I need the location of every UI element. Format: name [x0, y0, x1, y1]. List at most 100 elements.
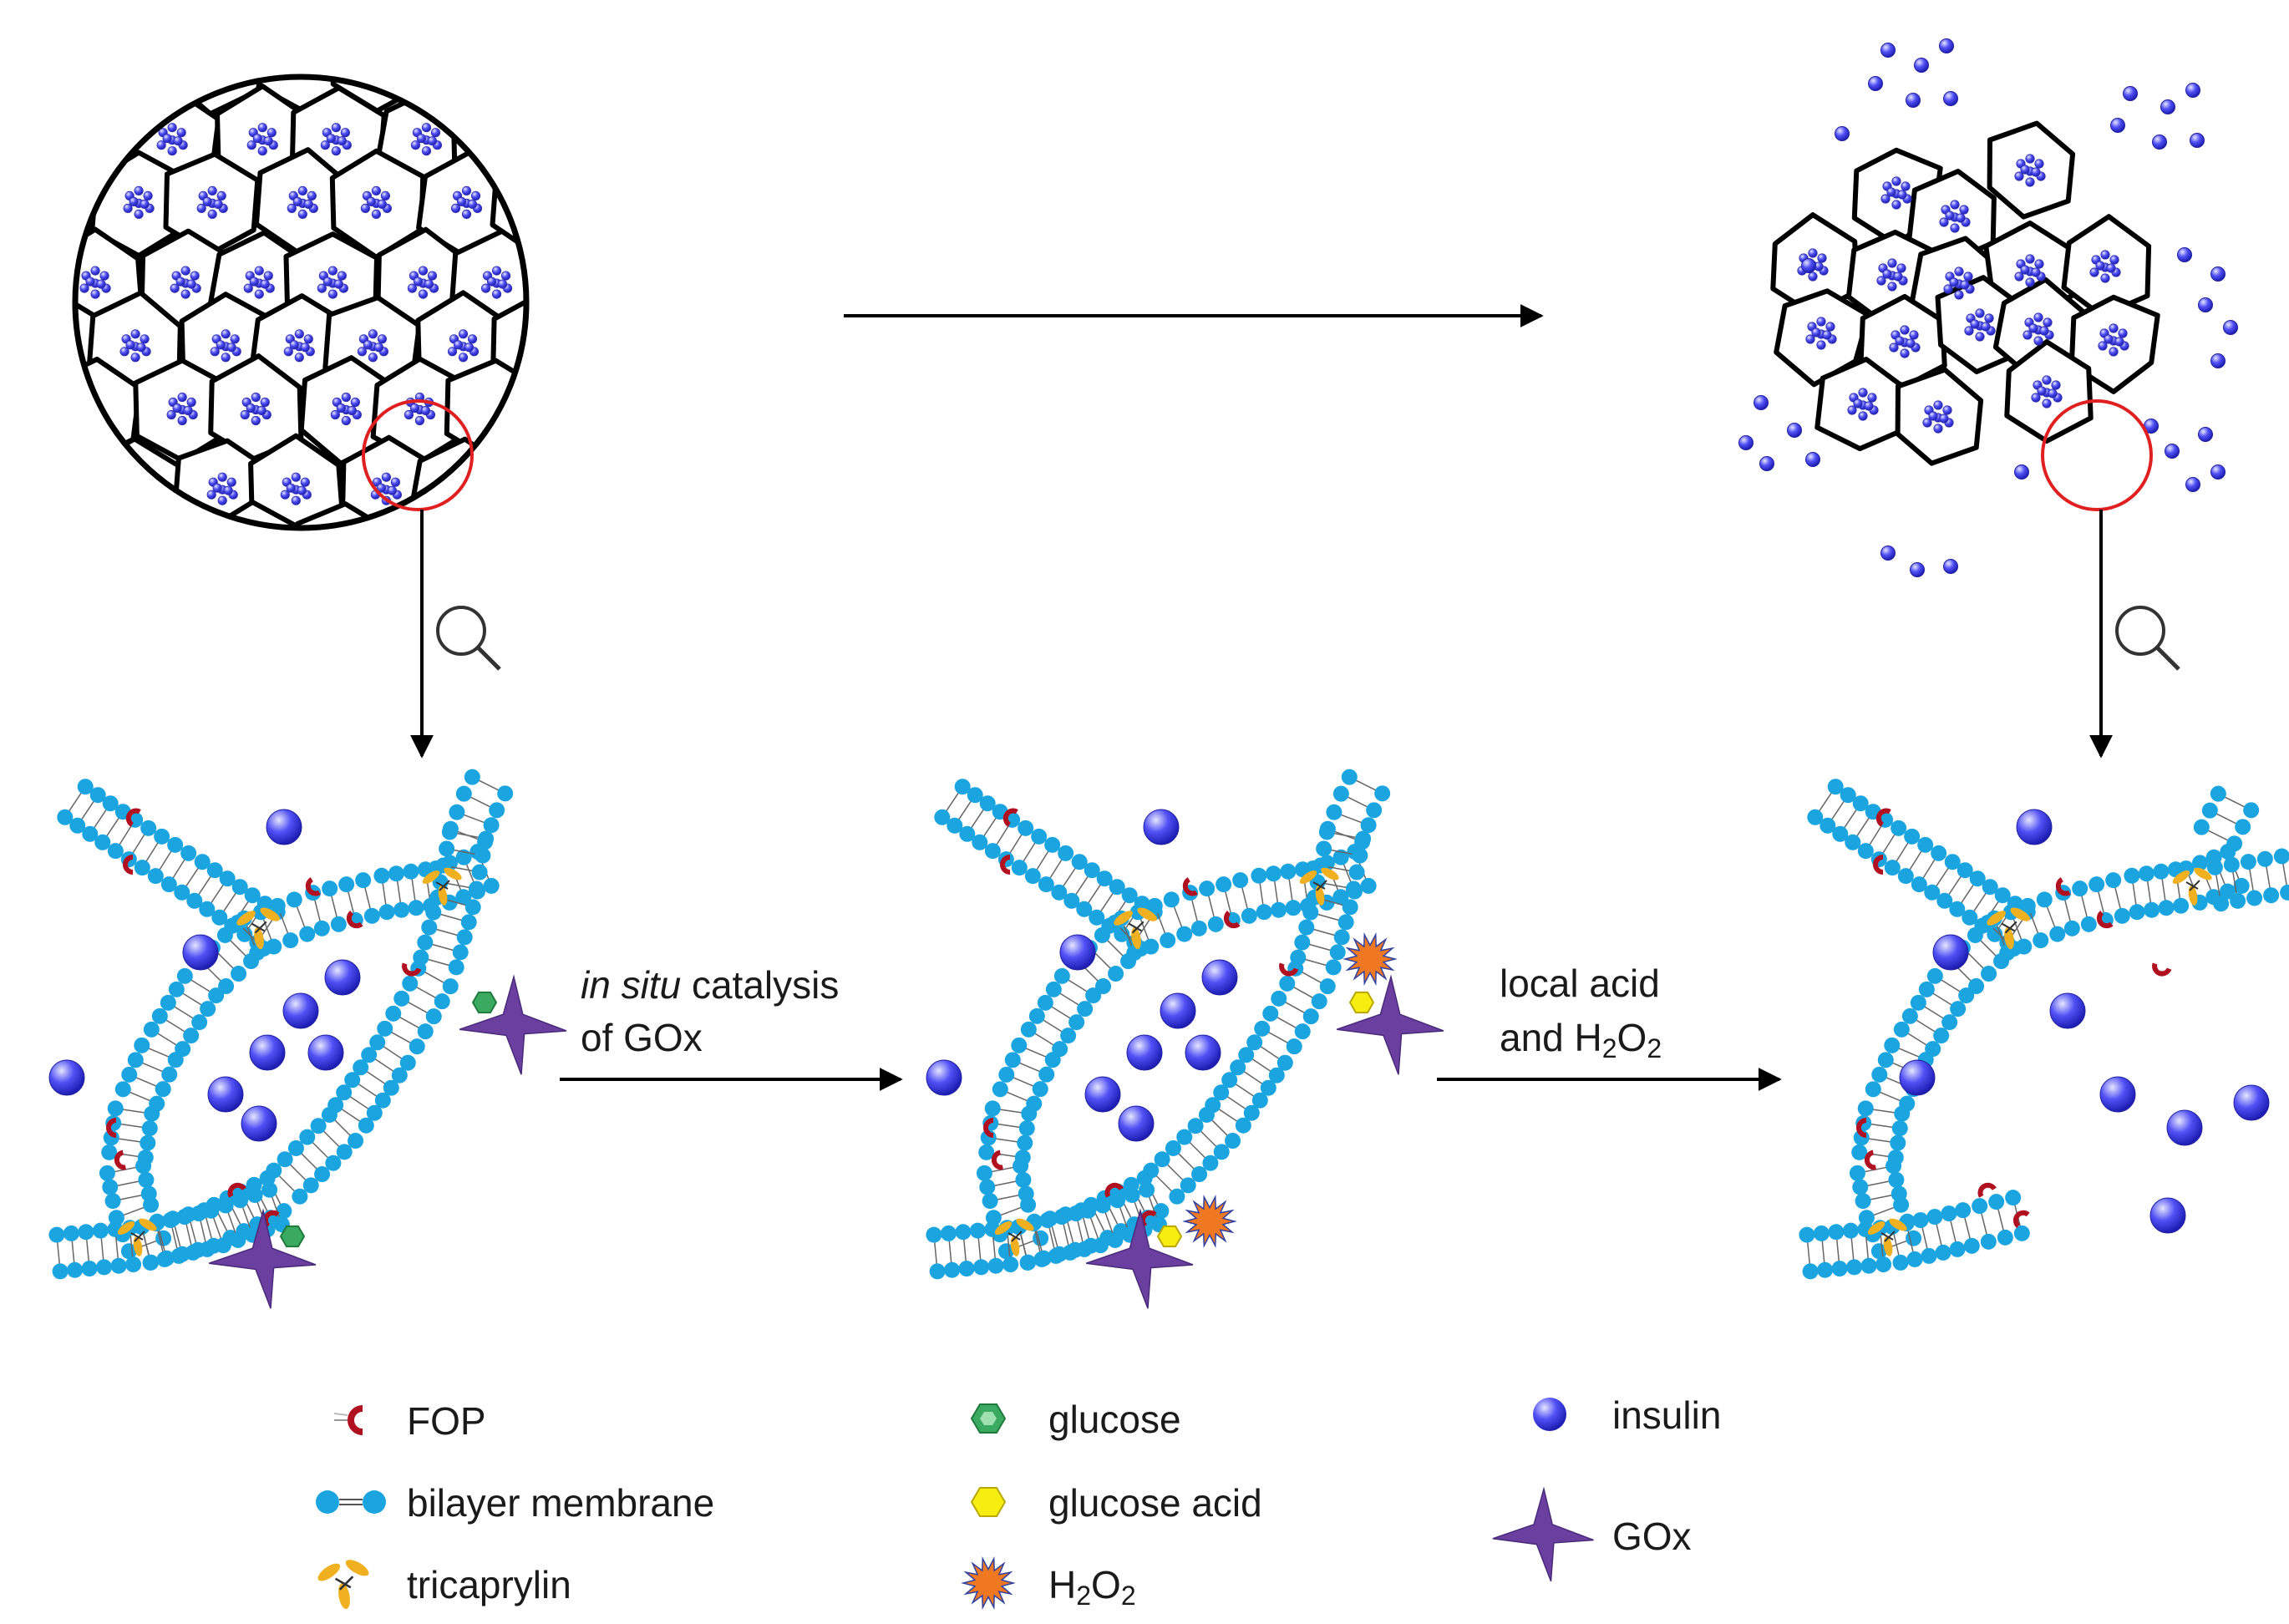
insulin-icon: [1126, 1034, 1163, 1071]
insulin-icon: [2123, 86, 2138, 101]
vesicle-cell: [579, 436, 669, 539]
vesicle-cell: [0, 16, 1, 106]
fop-icon: [1223, 911, 1241, 929]
insulin-cluster: [166, 392, 198, 426]
vesicle-cell: [0, 358, 66, 464]
vesicle-cell: [0, 296, 17, 398]
gox-icon: [459, 974, 567, 1075]
glucose-icon: [471, 991, 498, 1014]
fop-icon: [2012, 1210, 2030, 1228]
vesicle-cell: [75, 496, 154, 528]
bilayer-membrane: [1799, 1190, 2030, 1280]
insulin-cluster: [170, 266, 201, 299]
vesicle-cell: [525, 84, 526, 192]
insulin-cluster: [1922, 400, 1954, 434]
insulin-icon: [1910, 562, 1925, 577]
fop-icon: [305, 877, 321, 896]
insulin-cluster: [2014, 254, 2046, 287]
insulin-icon: [1835, 126, 1850, 141]
vesicle-cell: [614, 234, 706, 334]
insulin-icon: [2177, 247, 2192, 262]
zoom-circle-right: [2041, 399, 2153, 511]
insulin-icon: [2185, 83, 2200, 98]
insulin-icon: [2223, 320, 2238, 335]
tricaprylin-icon: [117, 1218, 157, 1256]
tricaprylin-icon: [994, 1218, 1034, 1256]
vesicle-cell: [537, 356, 628, 459]
insulin-icon: [324, 959, 361, 996]
insulin-cluster: [240, 392, 272, 426]
fop-icon: [402, 962, 422, 977]
glucose-icon: [970, 1403, 1007, 1434]
fop-icon: [1856, 1118, 1867, 1138]
insulin-cluster: [403, 392, 436, 426]
glucose-acid-icon: [970, 1487, 1007, 1517]
intact-assembly-cells: [0, 0, 713, 605]
membrane-panel-catalysis: [926, 769, 1444, 1309]
fop-icon: [1977, 1182, 1997, 1198]
insulin-cluster: [2089, 250, 2121, 283]
h2o2-icon: [961, 1555, 1016, 1611]
insulin-cluster: [2014, 154, 2046, 187]
gox-icon: [1336, 974, 1444, 1075]
vesicle-cell: [44, 0, 128, 29]
dissociating-assembly-cells: [1770, 120, 2160, 466]
glucose-acid-icon: [1348, 991, 1375, 1014]
insulin-cluster: [317, 266, 348, 299]
glucose-icon: [279, 1225, 306, 1248]
vesicle-cell: [619, 88, 713, 193]
vesicle-cell: [75, 434, 108, 528]
insulin-cluster: [2031, 375, 2063, 409]
insulin-icon: [1084, 1076, 1121, 1113]
fop-icon: [114, 1149, 126, 1170]
insulin-icon: [1943, 559, 1958, 574]
membrane-panel-initial: [48, 769, 567, 1309]
insulin-icon: [1914, 58, 1929, 73]
vesicle-cell: [532, 502, 627, 605]
insulin-cluster: [210, 329, 241, 363]
insulin-icon: [2014, 464, 2029, 480]
fop-icon: [1182, 877, 1198, 896]
insulin-icon: [307, 1034, 344, 1071]
insulin-cluster: [1805, 317, 1837, 350]
fop-icon: [227, 1182, 246, 1198]
vesicle-cell: [607, 504, 700, 603]
insulin-cluster: [1939, 200, 1971, 233]
legend-glucose-acid-label: glucose acid: [1048, 1481, 1262, 1525]
gox-icon: [1492, 1486, 1594, 1582]
fop-icon: [346, 911, 363, 929]
vesicle-cell: [201, 0, 296, 49]
insulin-icon: [1805, 452, 1820, 467]
magnifier-icon: [436, 606, 501, 671]
insulin-cluster: [370, 472, 402, 505]
vesicle-cell: [115, 0, 206, 51]
insulin-icon: [2166, 1109, 2203, 1146]
fop-icon: [1279, 962, 1299, 977]
insulin-icon: [2190, 133, 2205, 148]
vesicle-cell: [131, 498, 231, 528]
insulin-icon: [241, 1105, 277, 1142]
fop-icon: [106, 1118, 117, 1138]
bilayer-membrane: [442, 769, 514, 850]
bilayer-membrane: [2193, 785, 2260, 852]
insulin-cluster: [1847, 388, 1879, 421]
insulin-icon: [1943, 91, 1958, 106]
fop-icon: [1002, 808, 1018, 827]
insulin-icon: [2099, 1076, 2136, 1113]
vesicle-cell: [541, 232, 632, 335]
insulin-icon: [2016, 809, 2053, 845]
fop-icon: [2152, 962, 2172, 977]
insulin-cluster: [1889, 325, 1921, 358]
insulin-cluster: [119, 329, 151, 363]
vesicle-cell: [404, 77, 501, 112]
insulin-cluster: [196, 185, 228, 219]
legend-fop-label: FOP: [407, 1399, 486, 1443]
vesicle-cell: [0, 235, 68, 334]
intact-assembly-boundary: [72, 74, 530, 531]
insulin-cluster: [123, 185, 155, 219]
insulin-icon: [2210, 464, 2226, 480]
tricaprylin-icon: [2172, 867, 2212, 906]
gox-icon: [1492, 1486, 1594, 1582]
vesicle-cell: [621, 0, 712, 48]
insulin-icon: [2110, 118, 2125, 133]
